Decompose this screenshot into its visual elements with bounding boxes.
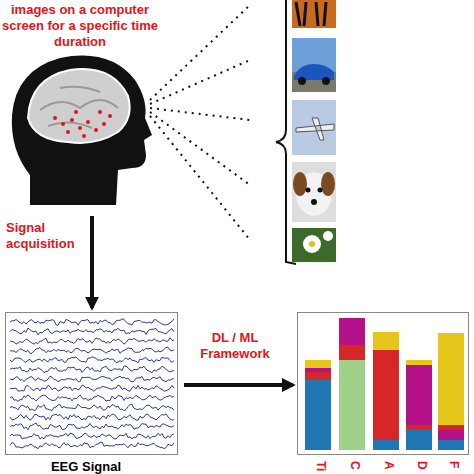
axis-label: C <box>347 461 363 470</box>
axis-label: D <box>414 461 430 470</box>
stimulus-images <box>292 0 336 262</box>
view-rays <box>150 5 250 240</box>
signal-box: EEG Signal <box>5 312 178 455</box>
axis-label: A <box>381 461 397 470</box>
eeg-trace <box>10 385 174 391</box>
eeg-trace <box>10 338 174 344</box>
flow-arrow <box>90 216 94 308</box>
eeg-trace <box>10 376 174 382</box>
eeg-trace <box>10 414 174 421</box>
eeg-trace <box>10 423 174 430</box>
eeg-trace <box>10 404 174 411</box>
eeg-trace <box>10 366 174 373</box>
axis-label: F <box>446 461 462 468</box>
eeg-trace <box>10 357 174 363</box>
subject-panel: images on a computer screen for a specif… <box>0 0 160 210</box>
node-title: images on a computer screen for a specif… <box>0 2 160 50</box>
edge-label: DL / ML Framework <box>195 330 275 362</box>
edge-label: Signal acquisition <box>6 220 86 252</box>
eeg-trace <box>10 347 174 353</box>
eeg-trace <box>10 319 174 326</box>
stacked-bars <box>305 318 464 450</box>
eeg-trace <box>10 395 174 402</box>
flow-arrow <box>184 383 293 387</box>
eeg-waves <box>10 319 174 449</box>
head-silhouette <box>12 56 152 205</box>
eeg-trace <box>10 442 174 449</box>
chart-box: TiCADF <box>297 312 469 455</box>
node-title: EEG Signal <box>26 459 146 474</box>
axis-label: Ti <box>313 461 329 471</box>
eeg-trace <box>10 433 174 439</box>
eeg-trace <box>10 328 174 335</box>
